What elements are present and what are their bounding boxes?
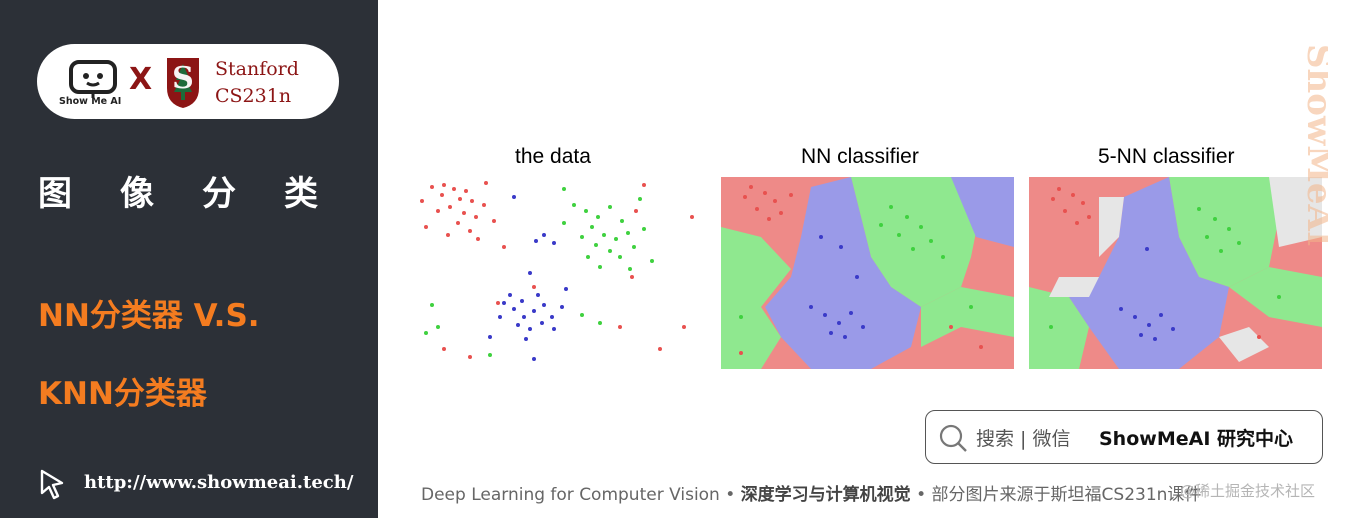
- stanford-course-label: Stanford CS231n: [215, 56, 299, 110]
- topic-line-2: KNN分类器: [38, 376, 207, 412]
- blue-points: [488, 195, 568, 361]
- showmeai-watermark: ShowMeAI: [1299, 44, 1328, 247]
- showmeai-robot-icon: [69, 60, 117, 98]
- search-icon: [939, 424, 967, 452]
- slide-content: the data NN classifier 5-NN classifier: [378, 0, 1361, 518]
- footer-part2: 深度学习与计算机视觉: [740, 485, 911, 505]
- 5nn-classifier-plot: [1029, 177, 1322, 369]
- footer-sep1: •: [719, 485, 741, 505]
- svg-text:S: S: [172, 61, 194, 96]
- sidebar: Show Me AI X S Stanford CS231n 图像分类 NN分类…: [0, 0, 378, 518]
- category-title: 图像分类: [38, 174, 366, 214]
- green-points: [424, 187, 654, 357]
- red-points: [420, 181, 694, 359]
- stanford-logo-icon: S: [167, 58, 199, 108]
- course-code: CS231n: [215, 85, 292, 107]
- scatter-data-plot: [420, 181, 694, 361]
- footer-credit: @稀土掘金技术社区: [1180, 482, 1316, 500]
- panel-title-data: the data: [515, 145, 591, 168]
- footer-caption: Deep Learning for Computer Vision • 深度学习…: [421, 480, 1201, 505]
- svg-text:ShowMeAI: ShowMeAI: [1299, 44, 1328, 247]
- stanford-name: Stanford: [215, 58, 299, 80]
- footer-part1: Deep Learning for Computer Vision: [421, 485, 720, 505]
- panel-title-5nn: 5-NN classifier: [1098, 145, 1235, 168]
- nn-classifier-plot: [721, 177, 1014, 369]
- cursor-click-icon: [40, 469, 64, 500]
- showmeai-logo-label: Show Me AI: [59, 96, 122, 107]
- panel-title-nn: NN classifier: [801, 145, 919, 168]
- brand-times: X: [129, 62, 153, 97]
- website-link[interactable]: http://www.showmeai.tech/: [84, 472, 354, 493]
- footer-sep2: •: [910, 485, 932, 505]
- search-brand: ShowMeAI 研究中心: [1099, 428, 1293, 450]
- search-box[interactable]: 搜索 | 微信 ShowMeAI 研究中心: [925, 410, 1323, 464]
- topic-line-1: NN分类器 V.S.: [38, 298, 260, 334]
- footer-part3: 部分图片来源于斯坦福CS231n课件: [931, 485, 1202, 505]
- brand-logo-pill: Show Me AI X S Stanford CS231n: [37, 44, 339, 119]
- search-placeholder: 搜索 | 微信: [976, 428, 1071, 450]
